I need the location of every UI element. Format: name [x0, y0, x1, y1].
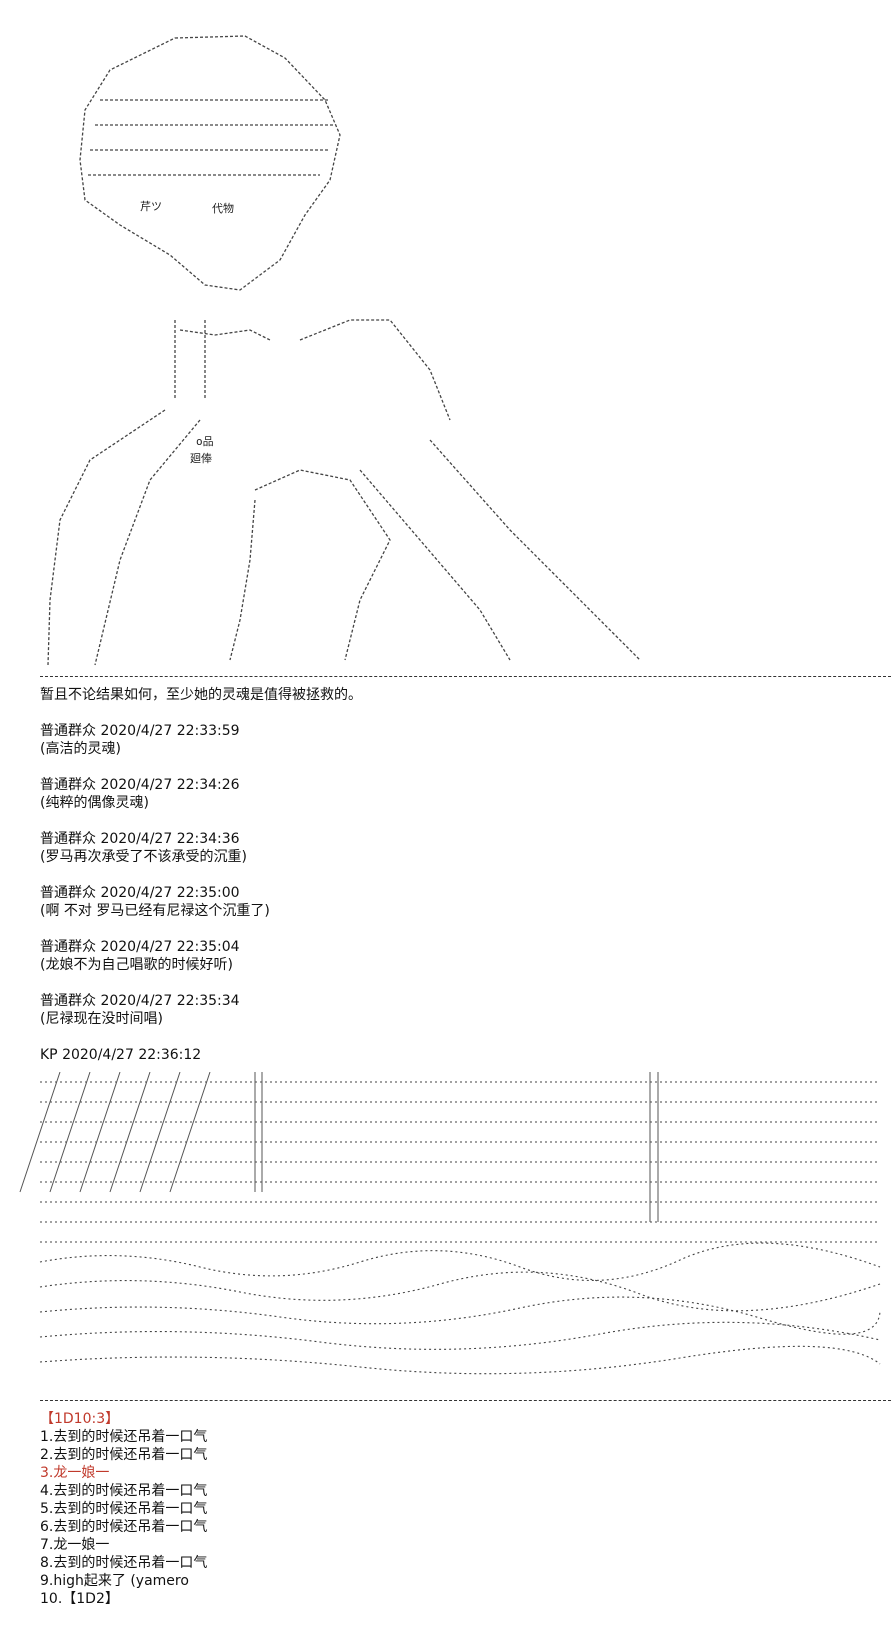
chat-user: 普通群众 [40, 777, 96, 793]
arm-right [254, 469, 391, 661]
arm-right-inner [229, 499, 256, 661]
poll-option: 2.去到的时候还吊着一口气 [40, 1447, 208, 1463]
body-left [47, 409, 166, 666]
chat-entry: 普通群众 2020/4/27 22:35:00 (啊 不对 罗马已经有尼禄这个沉… [40, 884, 880, 920]
wall-left [40, 1081, 880, 1163]
rubble-5 [39, 1345, 881, 1375]
chat-user: 普通群众 [40, 939, 96, 955]
kp-user: KP [40, 1047, 58, 1063]
art-tag-2: 代物 [212, 201, 234, 215]
kp-time: 2020/4/27 22:36:12 [62, 1047, 202, 1063]
chat-time: 2020/4/27 22:35:04 [100, 939, 240, 955]
rubble-1 [39, 1242, 881, 1281]
art-caption-2: 廻俸 [190, 451, 212, 465]
chat-entry: 普通群众 2020/4/27 22:35:04 (龙娘不为自己唱歌的时候好听) [40, 938, 880, 974]
sleeve-inner [359, 469, 511, 661]
sleeve [429, 439, 641, 661]
chat-time: 2020/4/27 22:33:59 [100, 723, 240, 739]
head-outline [79, 35, 341, 291]
poll-option-selected: 3.龙一娘一 [40, 1465, 110, 1481]
chat-entry: 普通群众 2020/4/27 22:34:36 (罗马再次承受了不该承受的沉重) [40, 830, 880, 866]
chat-time: 2020/4/27 22:34:26 [100, 777, 240, 793]
poll-header: 【1D10:3】 [40, 1411, 120, 1427]
chat-text: (尼禄现在没时间唱) [40, 1011, 163, 1027]
slash-lines [19, 1072, 211, 1193]
chat-text: (纯粹的偶像灵魂) [40, 795, 149, 811]
chat-text: (高洁的灵魂) [40, 741, 121, 757]
poll-option: 10.【1D2】 [40, 1591, 119, 1607]
pillar-1 [254, 1072, 263, 1192]
divider-2 [40, 1400, 891, 1401]
poll-option: 9.high起来了 (yamero [40, 1573, 189, 1589]
poll-option: 7.龙一娘一 [40, 1537, 110, 1553]
chat-time: 2020/4/27 22:34:36 [100, 831, 240, 847]
rubble-2 [39, 1271, 881, 1312]
divider-1 [40, 676, 891, 677]
wall-lines [40, 1181, 880, 1243]
ascii-art-landscape [19, 1072, 881, 1375]
rubble-4 [39, 1321, 881, 1350]
chat-log: 普通群众 2020/4/27 22:33:59 (高洁的灵魂) 普通群众 202… [40, 722, 880, 1082]
poll-option: 4.去到的时候还吊着一口气 [40, 1483, 208, 1499]
poll-option: 1.去到的时候还吊着一口气 [40, 1429, 208, 1445]
chat-user: 普通群众 [40, 993, 96, 1009]
ascii-art-portrait: 芹ツ 代物 o品 廻俸 [47, 35, 641, 666]
narration-text: 暂且不论结果如何，至少她的灵魂是值得被拯救的。 [40, 687, 362, 703]
chat-text: (龙娘不为自己唱歌的时候好听) [40, 957, 233, 973]
dice-poll: 【1D10:3】 1.去到的时候还吊着一口气 2.去到的时候还吊着一口气 3.龙… [40, 1410, 880, 1608]
chat-time: 2020/4/27 22:35:00 [100, 885, 240, 901]
collar [179, 329, 271, 341]
kp-entry: KP 2020/4/27 22:36:12 [40, 1046, 880, 1064]
chat-text: (啊 不对 罗马已经有尼禄这个沉重了) [40, 903, 270, 919]
rubble-3 [39, 1296, 881, 1335]
chat-time: 2020/4/27 22:35:34 [100, 993, 240, 1009]
chat-user: 普通群众 [40, 723, 96, 739]
chat-user: 普通群众 [40, 831, 96, 847]
poll-option: 5.去到的时候还吊着一口气 [40, 1501, 208, 1517]
body-left-inner [94, 419, 201, 666]
chat-user: 普通群众 [40, 885, 96, 901]
hair-strands [88, 99, 335, 176]
poll-option: 8.去到的时候还吊着一口气 [40, 1555, 208, 1571]
poll-option: 6.去到的时候还吊着一口气 [40, 1519, 208, 1535]
body-right [299, 319, 451, 421]
pillar-2 [649, 1072, 659, 1222]
chat-entry: 普通群众 2020/4/27 22:34:26 (纯粹的偶像灵魂) [40, 776, 880, 812]
chat-text: (罗马再次承受了不该承受的沉重) [40, 849, 247, 865]
chat-entry: 普通群众 2020/4/27 22:33:59 (高洁的灵魂) [40, 722, 880, 758]
art-tag-1: 芹ツ [140, 200, 162, 213]
chat-entry: 普通群众 2020/4/27 22:35:34 (尼禄现在没时间唱) [40, 992, 880, 1028]
art-caption-1: o品 [196, 435, 214, 448]
neck [174, 320, 206, 400]
